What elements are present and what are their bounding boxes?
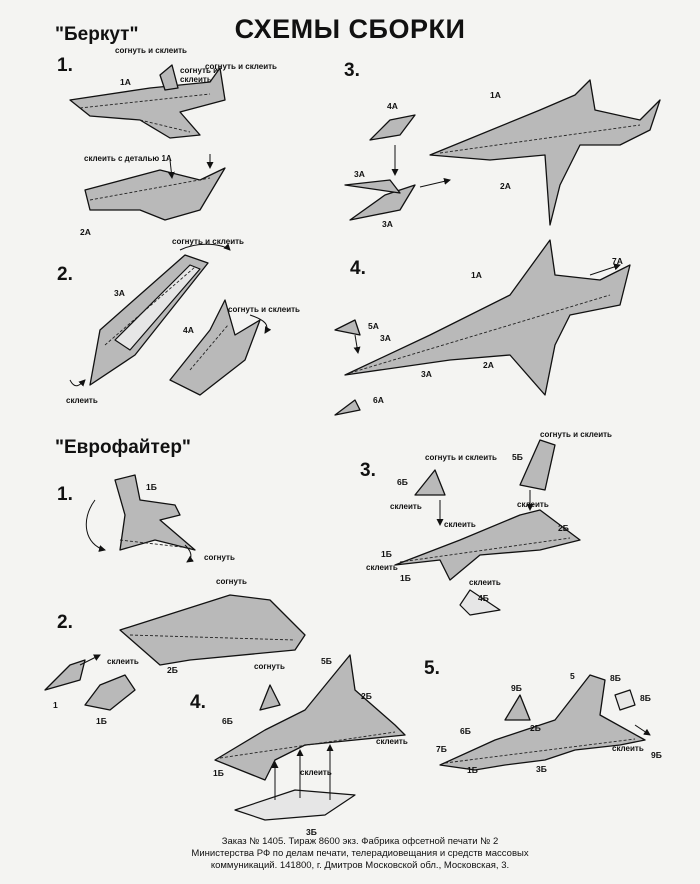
instr-glue-10: склеить [612, 744, 644, 753]
instr-glue-to-part: склеить с деталью 1А [84, 154, 172, 163]
part-label-2a-b: 2А [500, 181, 511, 191]
berkut-step-1-number: 1. [57, 55, 73, 76]
instr-fold-glue-1: согнуть и склеить [115, 46, 187, 55]
euro-step1-diagram [85, 474, 196, 563]
part-label-5b: 5Б [512, 452, 523, 462]
instr-fold-glue-4: согнуть и склеить [172, 237, 244, 246]
part-label-9b-b: 9Б [651, 750, 662, 760]
instr-fold-glue-6: согнуть и склеить [425, 453, 497, 462]
euro-step-3-number: 3. [360, 460, 376, 481]
part-label-2b-d: 2Б [530, 723, 541, 733]
euro-step5-diagram [439, 674, 651, 771]
euro-step3-diagram [394, 439, 581, 616]
part-label-7a: 7А [612, 256, 623, 266]
part-label-6b: 6Б [397, 477, 408, 487]
section-title-berkut: "Беркут" [55, 24, 139, 45]
part-label-1a: 1А [120, 77, 131, 87]
instr-fold-3: согнуть [254, 662, 285, 671]
instr-glue-3: склеить [390, 502, 422, 511]
part-label-4a: 4А [183, 325, 194, 335]
part-label-8b-b: 8Б [640, 693, 651, 703]
instr-glue-5: склеить [444, 520, 476, 529]
berkut-step2-diagram [69, 243, 272, 396]
instr-fold-glue-5: согнуть и склеить [228, 305, 300, 314]
part-label-3a-d: 3А [380, 333, 391, 343]
instr-glue-6: склеить [366, 563, 398, 572]
part-label-1: 1 [53, 700, 58, 710]
part-label-2b-b: 2Б [558, 523, 569, 533]
euro-step2-diagram [44, 594, 306, 711]
euro-step-4-number: 4. [190, 692, 206, 713]
instr-glue-4: склеить [517, 500, 549, 509]
part-label-3a-b: 3А [354, 169, 365, 179]
part-label-6a: 6А [373, 395, 384, 405]
part-label-1b-b: 1Б [96, 716, 107, 726]
instr-fold-glue-7: согнуть и склеить [540, 430, 612, 439]
instr-glue-2: склеить [107, 657, 139, 666]
part-label-2a-c: 2А [483, 360, 494, 370]
berkut-step-2-number: 2. [57, 264, 73, 285]
berkut-step4-diagram [334, 239, 631, 416]
part-label-3a-c: 3А [382, 219, 393, 229]
part-label-1b-c: 1Б [381, 549, 392, 559]
part-label-2b-c: 2Б [361, 691, 372, 701]
instr-glue-1: склеить [66, 396, 98, 405]
footer-line-2: Министерства РФ по делам печати, телерад… [191, 848, 529, 859]
berkut-step3-diagram [344, 79, 661, 226]
part-label-5b-b: 5Б [321, 656, 332, 666]
instr-glue-9: склеить [300, 768, 332, 777]
euro-step4-diagram [214, 654, 406, 821]
instr-fold-1: согнуть [204, 553, 235, 562]
page-title: СХЕМЫ СБОРКИ [234, 14, 466, 44]
part-label-3a: 3А [114, 288, 125, 298]
instr-glue-7: склеить [469, 578, 501, 587]
part-label-4a-b: 4А [387, 101, 398, 111]
berkut-step1-diagram [69, 64, 226, 221]
instr-glue-8: склеить [376, 737, 408, 746]
footer-line-1: Заказ № 1405. Тираж 8600 экз. Фабрика оф… [221, 836, 499, 847]
part-label-6b-b: 6Б [222, 716, 233, 726]
euro-step-2-number: 2. [57, 612, 73, 633]
part-label-1b-d: 1Б [400, 573, 411, 583]
instr-fold-glue-2: согнуть и склеить [205, 62, 277, 71]
part-label-7b: 7Б [436, 744, 447, 754]
part-label-3a-e: 3А [421, 369, 432, 379]
part-label-8b: 8Б [610, 673, 621, 683]
part-label-3b-b: 3Б [536, 764, 547, 774]
instr-fold-2: согнуть [216, 577, 247, 586]
part-label-6b-c: 6Б [460, 726, 471, 736]
instr-fold-glue-3: согнуть и склеить [180, 66, 219, 84]
footer-imprint: Заказ № 1405. Тираж 8600 экз. Фабрика оф… [150, 836, 570, 872]
part-label-4b: 4Б [478, 593, 489, 603]
berkut-step-3-number: 3. [344, 60, 360, 81]
part-label-1b-f: 1Б [467, 765, 478, 775]
euro-step-5-number: 5. [424, 658, 440, 679]
section-title-eurofighter: "Еврофайтер" [55, 437, 191, 458]
part-label-2a: 2А [80, 227, 91, 237]
part-label-1a-c: 1А [471, 270, 482, 280]
footer-line-3: коммуникаций. 141800, г. Дмитров Московс… [210, 860, 510, 871]
part-label-1b: 1Б [146, 482, 157, 492]
part-label-9b: 9Б [511, 683, 522, 693]
part-label-5a: 5А [368, 321, 379, 331]
euro-step-1-number: 1. [57, 484, 73, 505]
part-label-3b: 3Б [306, 827, 317, 837]
berkut-step-4-number: 4. [350, 258, 366, 279]
part-label-1b-e: 1Б [213, 768, 224, 778]
part-label-5: 5 [570, 671, 575, 681]
part-label-2b: 2Б [167, 665, 178, 675]
part-label-1a-b: 1А [490, 90, 501, 100]
